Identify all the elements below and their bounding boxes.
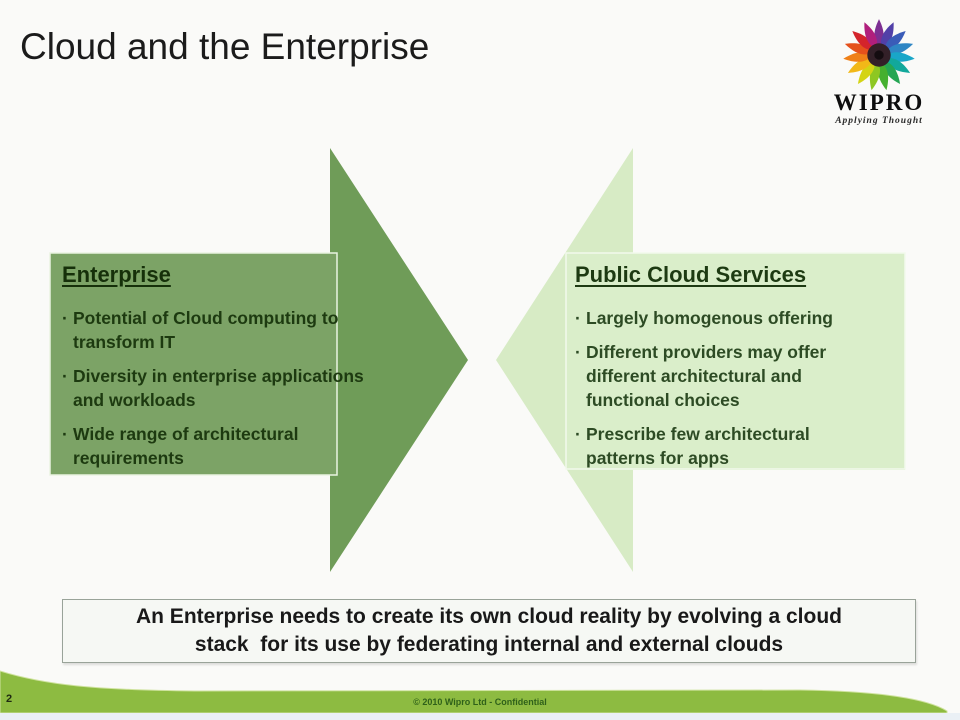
public-cloud-bullet-list: Largely homogenous offering Different pr… bbox=[575, 306, 875, 470]
footer-swoosh-shape bbox=[0, 670, 948, 714]
public-cloud-heading: Public Cloud Services bbox=[575, 262, 807, 287]
bullet-item: Largely homogenous offering bbox=[575, 306, 875, 330]
summary-line-1: An Enterprise needs to create its own cl… bbox=[135, 605, 842, 628]
bullet-item: Prescribe few architectural patterns for… bbox=[575, 422, 875, 470]
footer-copyright: © 2010 Wipro Ltd - Confidential bbox=[413, 697, 547, 707]
public-cloud-panel: Public Cloud Services Largely homogenous… bbox=[575, 262, 875, 480]
enterprise-panel: Enterprise Potential of Cloud computing … bbox=[62, 262, 368, 480]
wipro-tagline: Applying Thought bbox=[835, 116, 923, 126]
summary-line-2: stack for its use by federating internal… bbox=[194, 633, 784, 656]
bottom-strip bbox=[0, 713, 960, 720]
bullet-item: Different providers may offer different … bbox=[575, 340, 875, 412]
enterprise-heading: Enterprise bbox=[62, 262, 171, 287]
wipro-brand-text: WIPRO bbox=[833, 90, 925, 115]
summary-box: An Enterprise needs to create its own cl… bbox=[62, 599, 916, 663]
wipro-flower-icon bbox=[843, 19, 915, 91]
wipro-logo: WIPRO Applying Thought bbox=[816, 16, 942, 126]
bullet-item: Potential of Cloud computing to transfor… bbox=[62, 306, 368, 354]
bullet-item: Diversity in enterprise applications and… bbox=[62, 364, 368, 412]
page-number: 2 bbox=[6, 693, 13, 705]
enterprise-bullet-list: Potential of Cloud computing to transfor… bbox=[62, 306, 368, 470]
bullet-item: Wide range of architectural requirements bbox=[62, 422, 368, 470]
slide-title: Cloud and the Enterprise bbox=[20, 26, 430, 67]
